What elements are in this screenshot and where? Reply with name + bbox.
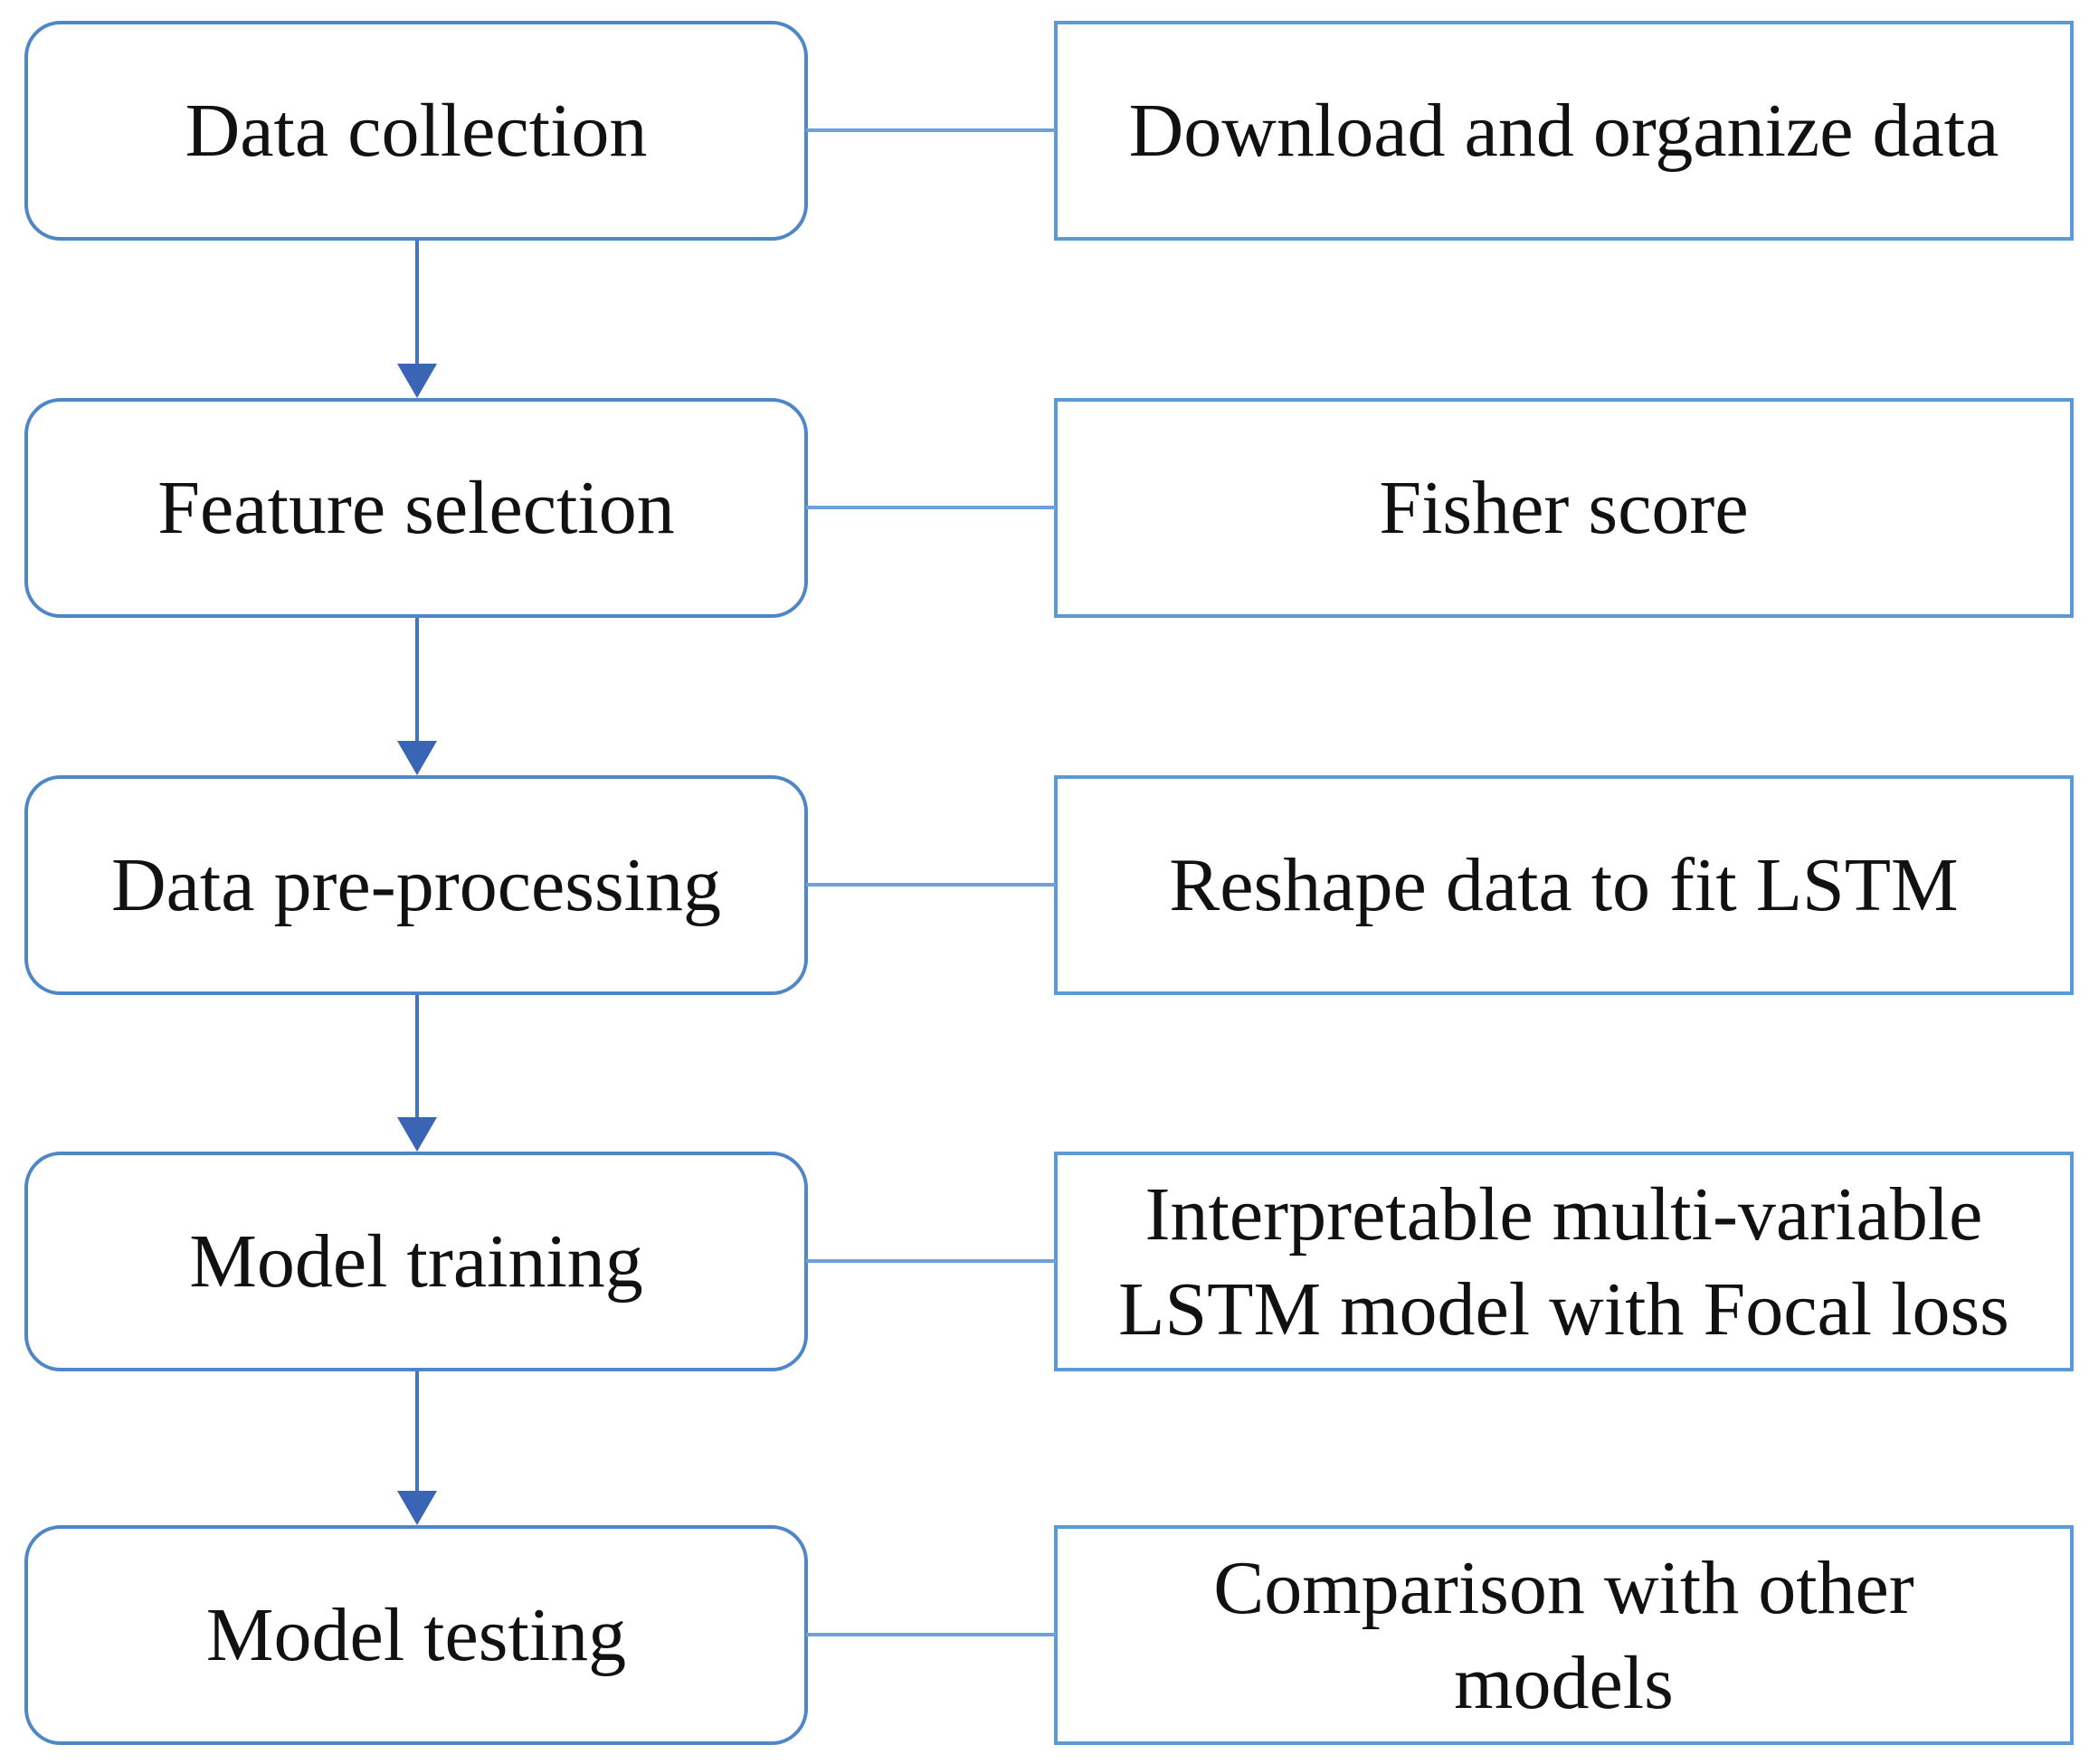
detail-label: Download and organize data (1128, 89, 1999, 173)
step-label: Data pre-processing (110, 843, 722, 927)
arrow-line-3 (415, 995, 419, 1117)
arrow-down-icon-1 (397, 364, 437, 398)
connector-line-5 (806, 1633, 1056, 1636)
arrow-line-2 (415, 618, 419, 741)
arrow-line-4 (415, 1371, 419, 1491)
connector-line-3 (806, 883, 1056, 887)
step-label: Model testing (205, 1593, 627, 1677)
step-label: Data collection (185, 89, 648, 173)
connector-line-4 (806, 1259, 1056, 1263)
detail-box-data-pre-processing: Reshape data to fit LSTM (1054, 775, 2074, 995)
detail-box-model-training: Interpretable multi-variable LSTM model … (1054, 1152, 2074, 1371)
step-box-data-pre-processing: Data pre-processing (24, 775, 808, 995)
arrow-down-icon-4 (397, 1491, 437, 1525)
step-box-model-testing: Model testing (24, 1525, 808, 1745)
detail-label: Comparison with other models (1213, 1545, 1914, 1725)
connector-line-2 (806, 506, 1056, 509)
connector-line-1 (806, 128, 1056, 132)
arrow-down-icon-3 (397, 1117, 437, 1152)
detail-box-model-testing: Comparison with other models (1054, 1525, 2074, 1745)
detail-box-data-collection: Download and organize data (1054, 21, 2074, 241)
step-label: Feature selection (157, 466, 675, 550)
detail-box-feature-selection: Fisher score (1054, 398, 2074, 618)
detail-label: Interpretable multi-variable LSTM model … (1118, 1171, 2009, 1351)
step-box-data-collection: Data collection (24, 21, 808, 241)
step-label: Model training (189, 1219, 643, 1304)
detail-label: Fisher score (1379, 466, 1749, 550)
step-box-model-training: Model training (24, 1152, 808, 1371)
step-box-feature-selection: Feature selection (24, 398, 808, 618)
detail-label: Reshape data to fit LSTM (1169, 843, 1959, 927)
arrow-down-icon-2 (397, 741, 437, 775)
arrow-line-1 (415, 241, 419, 364)
